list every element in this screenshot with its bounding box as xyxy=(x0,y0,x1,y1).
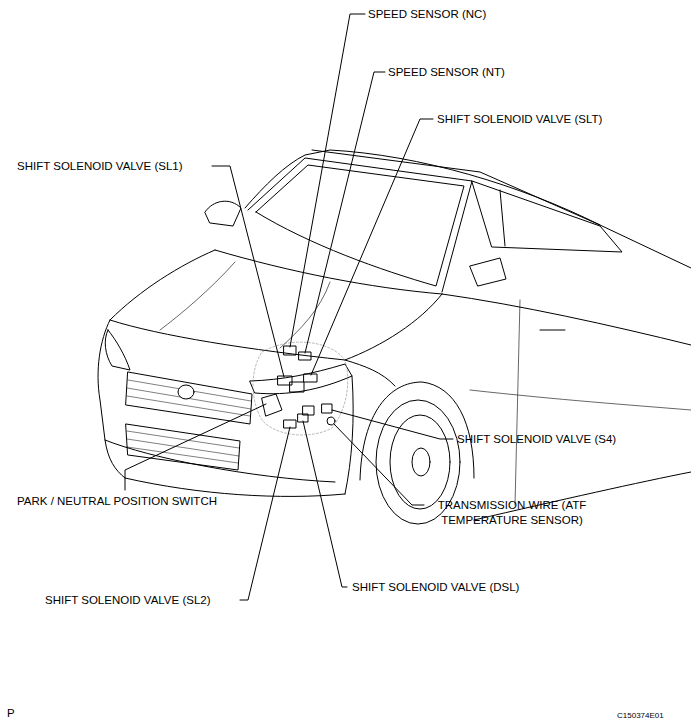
page-mark: P xyxy=(7,706,15,721)
left-mirror xyxy=(205,201,241,226)
leader-line xyxy=(290,14,365,347)
door-gap xyxy=(515,300,520,505)
solenoid-part xyxy=(290,382,304,392)
emblem xyxy=(178,385,194,399)
rocker-line xyxy=(474,472,691,520)
left-headlight xyxy=(105,330,130,370)
wheel-hub xyxy=(412,448,430,476)
part-label: SHIFT SOLENOID VALVE (SLT) xyxy=(437,112,602,127)
part-label: SHIFT SOLENOID VALVE (SL2) xyxy=(45,593,211,608)
roof-line xyxy=(245,150,691,268)
part-label: SHIFT SOLENOID VALVE (SL1) xyxy=(17,159,183,174)
roof-edge xyxy=(312,150,600,225)
leader-line xyxy=(334,424,424,505)
part-label: SHIFT SOLENOID VALVE (DSL) xyxy=(352,580,519,595)
solenoid-s4 xyxy=(322,404,332,413)
wheel-arch xyxy=(360,382,474,480)
part-label: PARK / NEUTRAL POSITION SWITCH xyxy=(17,494,217,509)
bumper-bottom xyxy=(125,478,345,496)
leader-line xyxy=(311,119,433,375)
upper-grille xyxy=(126,372,252,424)
left-fender xyxy=(98,320,125,478)
part-label: SHIFT SOLENOID VALVE (S4) xyxy=(457,432,616,447)
leader-line xyxy=(305,72,385,353)
windshield-glass xyxy=(256,165,464,286)
right-mirror xyxy=(470,258,506,286)
bumper-line xyxy=(105,440,335,482)
leader-line xyxy=(332,410,453,439)
leader-line xyxy=(240,427,290,600)
door-handle xyxy=(540,330,565,331)
leader-line xyxy=(303,421,347,587)
right-headlight xyxy=(250,364,352,394)
solenoid-slt xyxy=(304,374,317,382)
hood-front-edge xyxy=(110,320,345,360)
grille-bars xyxy=(127,380,251,416)
hood-left-edge xyxy=(110,250,215,320)
part-label: SPEED SENSOR (NT) xyxy=(388,65,505,80)
part-label: TRANSMISSION WIRE (ATF TEMPERATURE SENSO… xyxy=(412,498,612,528)
door-belt-line xyxy=(442,294,691,345)
hood-right-edge xyxy=(345,294,442,360)
hood-crease xyxy=(280,282,330,348)
transaxle-outline xyxy=(253,342,348,435)
part-label: SPEED SENSOR (NC) xyxy=(368,7,486,22)
lower-grille xyxy=(126,424,240,470)
figure-code: C150374E01 xyxy=(617,708,664,723)
window-pillar xyxy=(500,190,505,246)
windshield-frame xyxy=(248,158,472,292)
body-side-line xyxy=(470,390,691,410)
fender-corner xyxy=(345,376,353,494)
leader-line xyxy=(125,404,266,490)
leader-line xyxy=(212,166,284,377)
side-window xyxy=(472,181,622,252)
grille-bars xyxy=(127,431,239,463)
hood-crease xyxy=(160,262,235,330)
wheel-rim xyxy=(390,415,450,509)
